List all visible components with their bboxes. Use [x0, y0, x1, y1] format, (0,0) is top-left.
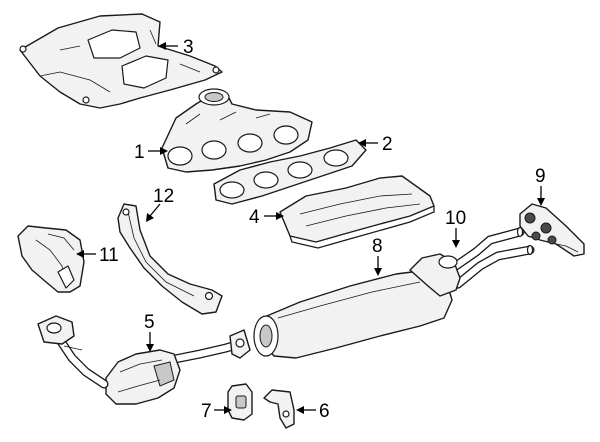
- arrowhead: [146, 344, 154, 352]
- arrowhead: [160, 147, 168, 155]
- arrowhead: [374, 268, 382, 276]
- callout-9: 9: [535, 166, 546, 187]
- pipe-heat-shield: [117, 203, 223, 315]
- callout-8: 8: [372, 236, 383, 257]
- manifold-gasket: [213, 139, 367, 205]
- leader-lines: [76, 42, 545, 414]
- rubber-hanger: [227, 383, 253, 421]
- arrowhead: [76, 250, 84, 258]
- bracket: [263, 389, 295, 429]
- arrowhead: [358, 139, 366, 147]
- callout-6: 6: [319, 401, 330, 422]
- upper-heat-shield: [19, 13, 223, 109]
- muffler: [253, 253, 461, 359]
- callout-12: 12: [153, 186, 174, 207]
- arrowhead: [146, 213, 154, 222]
- arrowhead: [296, 406, 304, 414]
- callout-4: 4: [249, 207, 260, 228]
- callout-10: 10: [445, 208, 466, 229]
- arrowhead: [537, 198, 545, 206]
- callout-5: 5: [144, 312, 155, 333]
- callout-1: 1: [134, 142, 145, 163]
- callout-7: 7: [201, 401, 212, 422]
- exhaust-manifold: [161, 88, 313, 173]
- converter-heat-shield: [17, 225, 85, 293]
- arrowhead: [276, 212, 284, 220]
- arrowhead: [224, 406, 232, 414]
- arrowhead: [158, 42, 166, 50]
- arrowhead: [452, 240, 460, 248]
- callout-11: 11: [99, 245, 119, 266]
- callout-2: 2: [382, 134, 393, 155]
- mounting-bracket: [519, 203, 585, 257]
- lower-heat-shield: [279, 175, 435, 249]
- callout-labels: 3 1 2 4 8 10 9 11 12 5 7 6: [99, 37, 546, 422]
- callout-3: 3: [183, 37, 194, 58]
- catalytic-converter: [37, 315, 251, 405]
